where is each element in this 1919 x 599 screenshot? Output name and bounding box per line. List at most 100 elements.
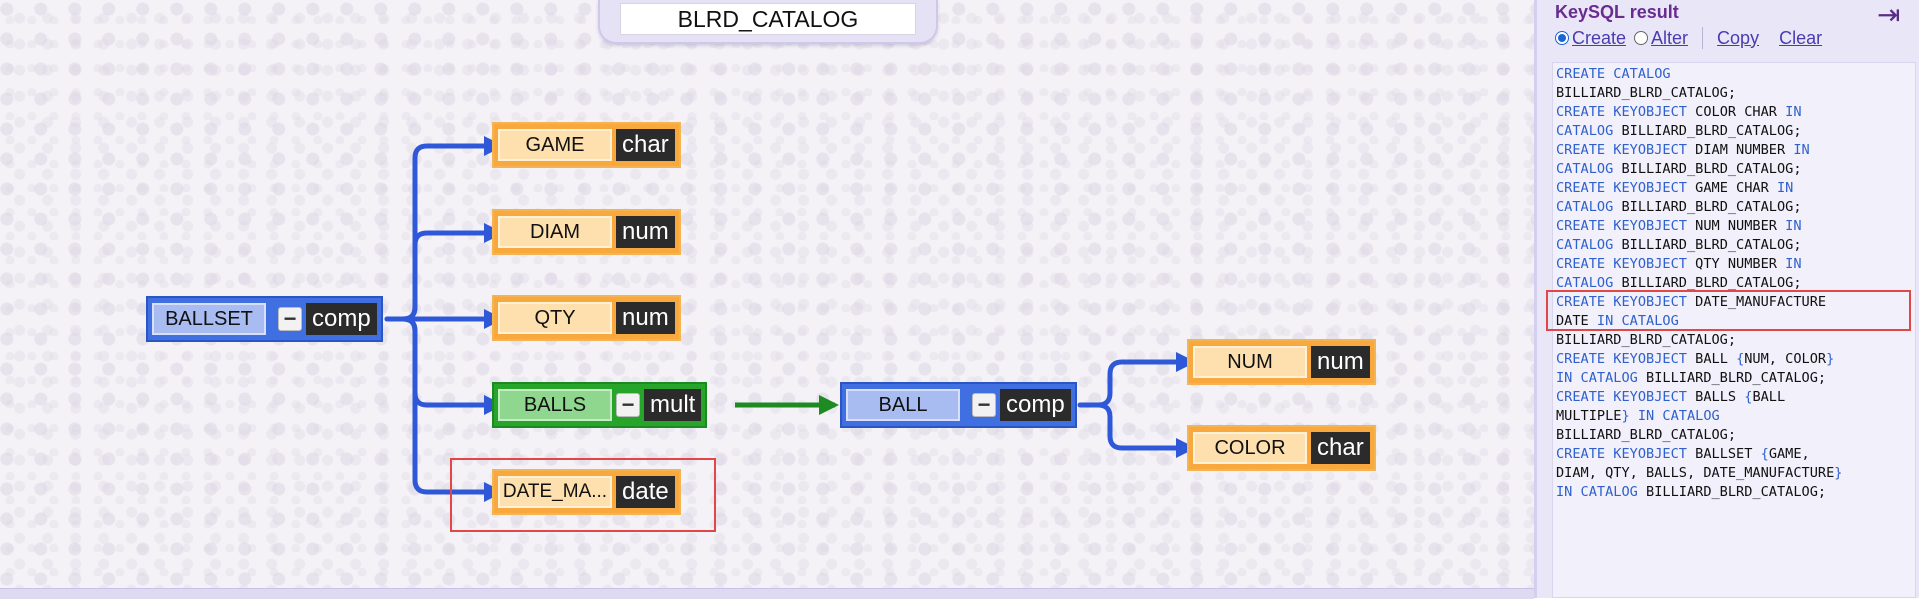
collapse-toggle-icon[interactable]: − <box>972 393 996 417</box>
type-badge: comp <box>1000 389 1071 421</box>
code-line: CREATE KEYOBJECT BALL {NUM, COLOR} <box>1556 350 1912 369</box>
code-token: BILLIARD_BLRD_CATALOG; <box>1613 199 1802 215</box>
code-line: IN CATALOG BILLIARD_BLRD_CATALOG; <box>1556 483 1912 502</box>
code-token: IN CATALOG <box>1556 370 1638 386</box>
code-token: DATE <box>1556 313 1597 329</box>
code-line: CREATE KEYOBJECT BALLSET {GAME, <box>1556 445 1912 464</box>
node-qty[interactable]: QTY num <box>492 295 681 341</box>
code-line: CATALOG BILLIARD_BLRD_CATALOG; <box>1556 122 1912 141</box>
type-badge: date <box>616 476 675 508</box>
code-token: CREATE KEYOBJECT <box>1556 389 1687 405</box>
code-token: CREATE KEYOBJECT <box>1556 142 1687 158</box>
code-line: CREATE CATALOG <box>1556 65 1912 84</box>
code-token: GAME, <box>1768 446 1810 462</box>
node-ball[interactable]: BALL − comp <box>840 382 1077 428</box>
code-line: DIAM, QTY, BALLS, DATE_MANUFACTURE} <box>1556 464 1912 483</box>
type-badge: char <box>616 129 675 161</box>
diagram-canvas[interactable] <box>0 0 1534 598</box>
code-token: IN CATALOG <box>1556 484 1638 500</box>
code-line: CATALOG BILLIARD_BLRD_CATALOG; <box>1556 274 1912 293</box>
code-token: DIAM, QTY, BALLS, DATE_MANUFACTURE <box>1556 465 1835 481</box>
code-line: CREATE KEYOBJECT DIAM NUMBER IN <box>1556 141 1912 160</box>
code-token: IN <box>1776 180 1794 196</box>
code-line: CREATE KEYOBJECT QTY NUMBER IN <box>1556 255 1912 274</box>
code-token: } IN CATALOG <box>1621 408 1720 424</box>
code-token: GAME CHAR <box>1686 180 1777 196</box>
code-token: BILLIARD_BLRD_CATALOG; <box>1556 85 1737 101</box>
code-token: BILLIARD_BLRD_CATALOG; <box>1637 370 1827 386</box>
code-token: MULTIPLE <box>1556 408 1622 424</box>
code-token: IN CATALOG <box>1596 313 1679 329</box>
code-line: CREATE KEYOBJECT NUM NUMBER IN <box>1556 217 1912 236</box>
code-line: CREATE KEYOBJECT BALLS {BALL <box>1556 388 1912 407</box>
copy-button[interactable]: Copy <box>1717 27 1760 48</box>
node-num[interactable]: NUM num <box>1187 339 1376 385</box>
code-token: IN <box>1785 218 1802 234</box>
node-label[interactable]: BALL <box>846 389 960 421</box>
canvas-scrollbar[interactable] <box>0 588 1534 599</box>
code-token: CREATE KEYOBJECT <box>1556 104 1687 120</box>
node-balls[interactable]: BALLS − mult <box>492 382 708 428</box>
node-ballset[interactable]: BALLSET − comp <box>146 296 383 342</box>
code-token: CREATE KEYOBJECT <box>1556 351 1687 367</box>
code-line: CREATE KEYOBJECT DATE_MANUFACTURE <box>1556 293 1912 312</box>
link-ballset-date <box>400 316 504 502</box>
code-token: CATALOG <box>1556 161 1614 177</box>
code-line: CATALOG BILLIARD_BLRD_CATALOG; <box>1556 198 1912 217</box>
code-line: IN CATALOG BILLIARD_BLRD_CATALOG; <box>1556 369 1912 388</box>
code-token: COLOR CHAR <box>1686 104 1786 120</box>
type-badge: char <box>1311 432 1370 464</box>
toolbar-divider <box>1702 27 1704 49</box>
node-label[interactable]: DIAM <box>498 216 612 248</box>
code-line: CATALOG BILLIARD_BLRD_CATALOG; <box>1556 160 1912 179</box>
node-game[interactable]: GAME char <box>492 122 681 168</box>
arrow-right-bar-icon[interactable]: ⇥ <box>1877 0 1901 30</box>
code-line: MULTIPLE} IN CATALOG <box>1556 407 1912 426</box>
link-ballset-diam <box>400 223 504 322</box>
node-label[interactable]: GAME <box>498 129 612 161</box>
diagram-links <box>384 136 1196 502</box>
node-color[interactable]: COLOR char <box>1187 425 1376 471</box>
type-badge: num <box>616 302 675 334</box>
code-token: QTY NUMBER <box>1686 256 1786 272</box>
code-token: IN <box>1793 142 1810 158</box>
catalog-name-header: BLRD_CATALOG <box>598 0 938 44</box>
node-label[interactable]: COLOR <box>1193 432 1307 464</box>
code-line: DATE IN CATALOG <box>1556 312 1912 331</box>
code-token: NUM NUMBER <box>1686 218 1786 234</box>
panel-toolbar: Create Alter Copy Clear <box>1555 26 1822 50</box>
code-line: BILLIARD_BLRD_CATALOG; <box>1556 84 1912 103</box>
code-token: CATALOG <box>1556 123 1614 139</box>
catalog-name-input[interactable]: BLRD_CATALOG <box>620 3 916 35</box>
code-token: DIAM NUMBER <box>1686 142 1794 158</box>
create-radio[interactable] <box>1555 31 1569 45</box>
node-label[interactable]: BALLSET <box>152 303 266 335</box>
type-badge: comp <box>306 303 377 335</box>
node-diam[interactable]: DIAM num <box>492 209 681 255</box>
alter-link[interactable]: Alter <box>1651 27 1689 48</box>
node-label[interactable]: NUM <box>1193 346 1307 378</box>
code-token: } <box>1826 351 1835 367</box>
code-token: BILLIARD_BLRD_CATALOG; <box>1613 275 1802 291</box>
alter-radio[interactable] <box>1634 31 1649 45</box>
code-token: CATALOG <box>1556 199 1614 215</box>
code-token: CREATE KEYOBJECT <box>1556 180 1687 196</box>
collapse-toggle-icon[interactable]: − <box>278 307 302 331</box>
highlight-box <box>450 458 716 532</box>
code-token: BILLIARD_BLRD_CATALOG; <box>1637 484 1827 500</box>
code-token: BILLIARD_BLRD_CATALOG; <box>1613 161 1802 177</box>
type-badge: mult <box>644 389 702 421</box>
code-token: BALL <box>1686 351 1737 367</box>
node-date-manufacture[interactable]: DATE_MA... date <box>492 469 681 515</box>
clear-button[interactable]: Clear <box>1779 27 1823 48</box>
node-label[interactable]: QTY <box>498 302 612 334</box>
code-token: IN <box>1785 256 1802 272</box>
link-ball-num <box>1077 352 1196 408</box>
node-label[interactable]: BALLS <box>498 389 612 421</box>
node-label[interactable]: DATE_MA... <box>498 476 612 508</box>
collapse-toggle-icon[interactable]: − <box>616 393 640 417</box>
code-token: } <box>1834 465 1843 481</box>
code-line: CREATE KEYOBJECT COLOR CHAR IN <box>1556 103 1912 122</box>
code-token: CATALOG <box>1556 275 1614 291</box>
create-link[interactable]: Create <box>1572 27 1627 48</box>
